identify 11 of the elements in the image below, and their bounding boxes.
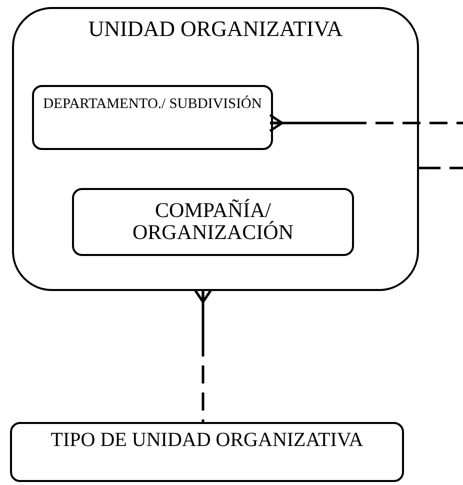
entity-name: DEPARTAMENTO./ SUBDIVISIÓN: [42, 97, 263, 112]
entity-box: [12, 7, 419, 291]
entity-name: COMPAÑÍA/ ORGANIZACIÓN: [132, 199, 294, 244]
entity-box: [10, 422, 404, 482]
entity-box: [32, 85, 273, 150]
relationship-line: [268, 114, 463, 132]
entity-name: UNIDAD ORGANIZATIVA: [87, 17, 344, 40]
relationship-line: [194, 288, 212, 423]
entity-box: [72, 188, 354, 256]
entity-name: TIPO DE UNIDAD ORGANIZATIVA: [50, 430, 364, 451]
connector-line: [418, 166, 463, 170]
